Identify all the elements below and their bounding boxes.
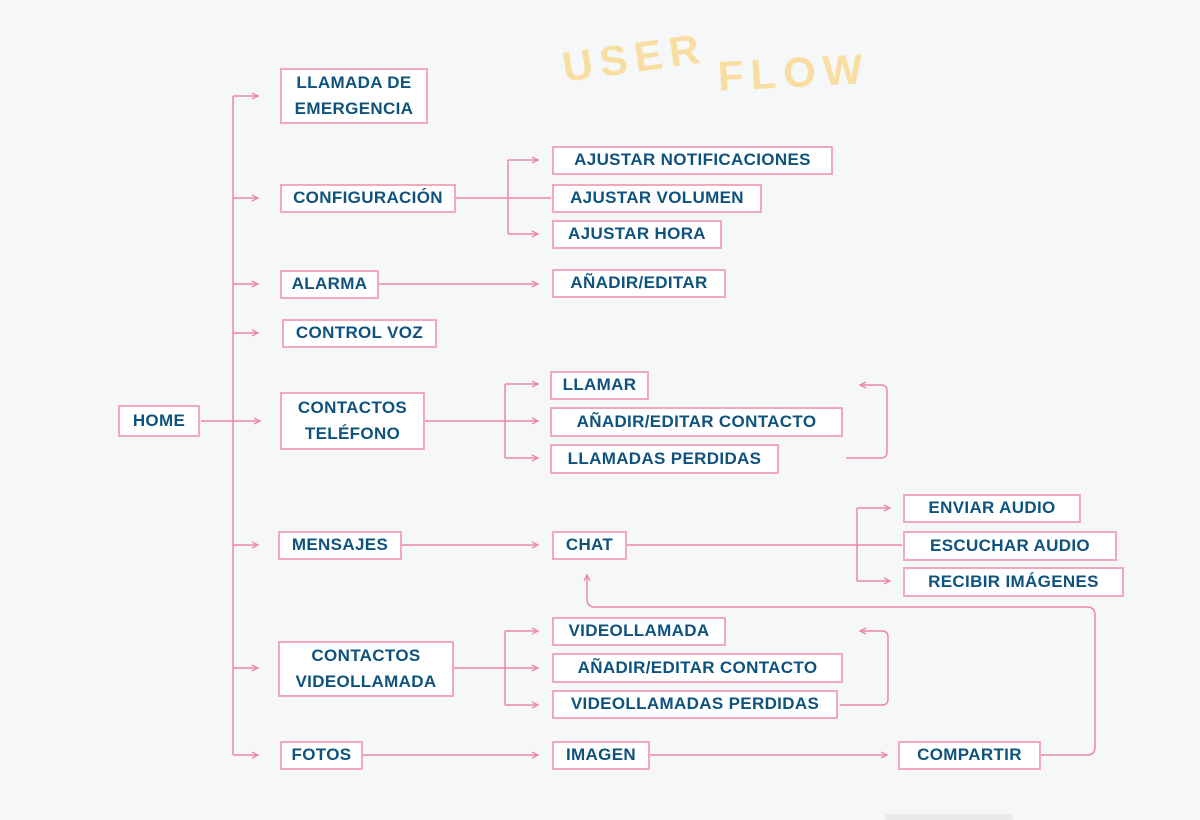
title-word-flow: FLOW <box>716 45 871 100</box>
node-contactos-telefono: CONTACTOS TELÉFONO <box>280 392 425 450</box>
node-recibir-imagenes: RECIBIR IMÁGENES <box>903 567 1124 597</box>
edge-chat-stem <box>627 508 858 581</box>
node-ajustar-notificaciones: AJUSTAR NOTIFICACIONES <box>552 146 833 175</box>
node-ajustar-hora: AJUSTAR HORA <box>552 220 722 249</box>
node-anadir-editar-contacto-videollamada: AÑADIR/EDITAR CONTACTO <box>552 653 843 683</box>
node-anadir-editar: AÑADIR/EDITAR <box>552 269 726 298</box>
node-contactos-videollamada: CONTACTOS VIDEOLLAMADA <box>278 641 454 697</box>
node-escuchar-audio: ESCUCHAR AUDIO <box>903 531 1117 561</box>
edge-loop-llamadas-perdidas-llamar <box>846 381 888 459</box>
edge-contactos-telefono-stem <box>425 384 506 458</box>
node-anadir-editar-contacto-telefono: AÑADIR/EDITAR CONTACTO <box>550 407 843 437</box>
edge-loop-videollamadas-perdidas-videollamada <box>840 627 889 706</box>
watermark-bar <box>885 814 1013 820</box>
node-compartir: COMPARTIR <box>898 741 1041 770</box>
node-llamadas-perdidas: LLAMADAS PERDIDAS <box>550 444 779 474</box>
edge-configuracion-stem <box>456 160 509 234</box>
node-ajustar-volumen: AJUSTAR VOLUMEN <box>552 184 762 213</box>
node-control-voz: CONTROL VOZ <box>282 319 437 348</box>
node-imagen: IMAGEN <box>552 741 650 770</box>
node-fotos: FOTOS <box>280 741 363 770</box>
node-alarma: ALARMA <box>280 270 379 299</box>
edge-loop-compartir-chat <box>583 573 1096 756</box>
node-chat: CHAT <box>552 531 627 560</box>
title-word-user: USER <box>559 24 710 91</box>
node-videollamadas-perdidas: VIDEOLLAMADAS PERDIDAS <box>552 690 838 719</box>
node-mensajes: MENSAJES <box>278 531 402 560</box>
node-llamada-de-emergencia: LLAMADA DE EMERGENCIA <box>280 68 428 124</box>
node-llamar: LLAMAR <box>550 371 649 400</box>
node-videollamada: VIDEOLLAMADA <box>552 617 726 646</box>
node-home: HOME <box>118 405 200 437</box>
node-configuracion: CONFIGURACIÓN <box>280 184 456 213</box>
node-enviar-audio: ENVIAR AUDIO <box>903 494 1081 523</box>
edge-contactos-videollamada-stem <box>454 631 506 705</box>
